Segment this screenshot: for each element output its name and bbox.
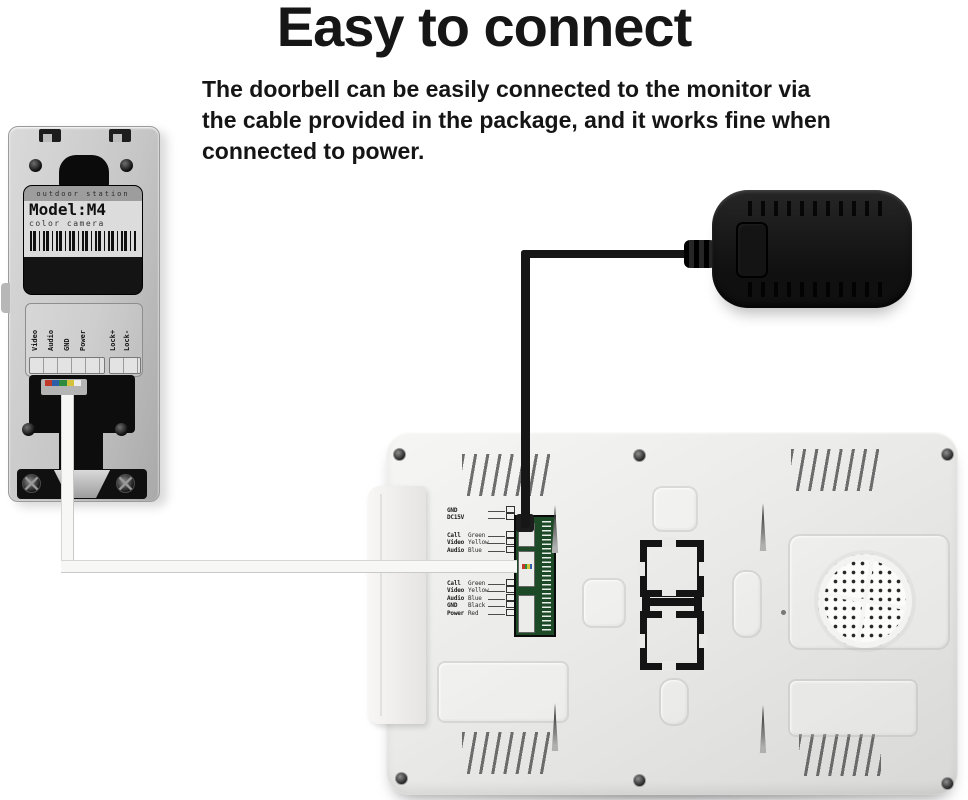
molded-recess — [659, 678, 689, 726]
keyhole-bar — [648, 598, 696, 606]
screw — [941, 448, 954, 461]
molded-recess — [788, 679, 918, 737]
terminal-label-lock-minus: Lock- — [123, 329, 131, 351]
terminal-row: DC15V — [447, 513, 515, 521]
screw — [22, 474, 41, 493]
adapter-strain-relief — [684, 240, 716, 268]
model-text: Model:M4 — [29, 200, 107, 219]
power-adapter — [712, 190, 912, 308]
screw-hole — [29, 159, 42, 172]
terminal-label-lock-plus: Lock+ — [109, 329, 117, 351]
pin-hole — [781, 610, 786, 615]
bracket-metal — [53, 470, 111, 498]
vent-slots — [799, 734, 881, 776]
molded-recess — [582, 578, 626, 628]
terminal-label-audio: Audio — [47, 329, 55, 351]
vent-slots — [791, 449, 879, 491]
wire-colors — [522, 564, 532, 569]
terminal-label-video: Video — [31, 329, 39, 351]
screw — [395, 772, 408, 785]
terminal-label-power: Power — [79, 329, 87, 351]
mounting-clip-left — [39, 129, 61, 142]
screw-hole — [120, 159, 133, 172]
mount-bracket — [368, 486, 426, 724]
screw — [633, 774, 646, 787]
anchor-mark — [551, 703, 559, 751]
power-cable-horizontal — [521, 250, 693, 258]
speaker-divider — [811, 547, 920, 656]
terminal-block-lock — [109, 357, 141, 374]
cable-channel-opening — [59, 155, 109, 189]
molded-recess — [652, 486, 698, 532]
spare-connector-socket — [518, 595, 535, 633]
molded-recess — [437, 661, 569, 723]
label-sub-text: color camera — [29, 219, 105, 228]
label-top-text: outdoor station — [24, 186, 142, 201]
screw — [633, 449, 646, 462]
doorbell-unit: outdoor station Model:M4 color camera Vi… — [1, 126, 160, 502]
side-tab — [1, 283, 10, 313]
description-text: The doorbell can be easily connected to … — [202, 76, 831, 164]
anchor-mark — [759, 503, 767, 551]
power-cable-vertical — [521, 250, 530, 528]
connector-pcb — [514, 515, 556, 637]
wire-colors — [45, 380, 82, 386]
screw — [393, 448, 406, 461]
doorbell-connector-socket — [518, 551, 535, 587]
adapter-ribs-bottom — [748, 282, 886, 297]
mounting-clip-right — [109, 129, 131, 142]
keyhole-bar-cap — [642, 592, 650, 612]
molded-recess — [732, 570, 762, 638]
adapter-ribs-top — [748, 201, 886, 216]
screw — [116, 474, 135, 493]
screw-hole — [22, 423, 35, 436]
label-body: Model:M4 color camera — [24, 201, 142, 257]
terminal-row: GND — [447, 505, 515, 514]
anchor-mark — [551, 505, 559, 553]
doorbell-cable-vertical — [61, 395, 74, 571]
screw — [941, 777, 954, 790]
vent-slots — [462, 454, 550, 496]
barcode — [30, 231, 136, 251]
doorbell-cable-horizontal — [61, 560, 517, 573]
terminal-block-main — [29, 357, 105, 374]
terminal-label-gnd: GND — [63, 338, 71, 351]
vent-slots — [462, 732, 550, 774]
screw-hole — [115, 423, 128, 436]
keyhole-bar-cap — [694, 592, 702, 612]
shadow — [402, 791, 938, 800]
doorbell-label: outdoor station Model:M4 color camera — [23, 185, 143, 295]
anchor-mark — [759, 705, 767, 753]
adapter-label-recess — [736, 222, 768, 278]
page-title: Easy to connect — [276, 0, 692, 58]
pin-box — [506, 505, 515, 513]
